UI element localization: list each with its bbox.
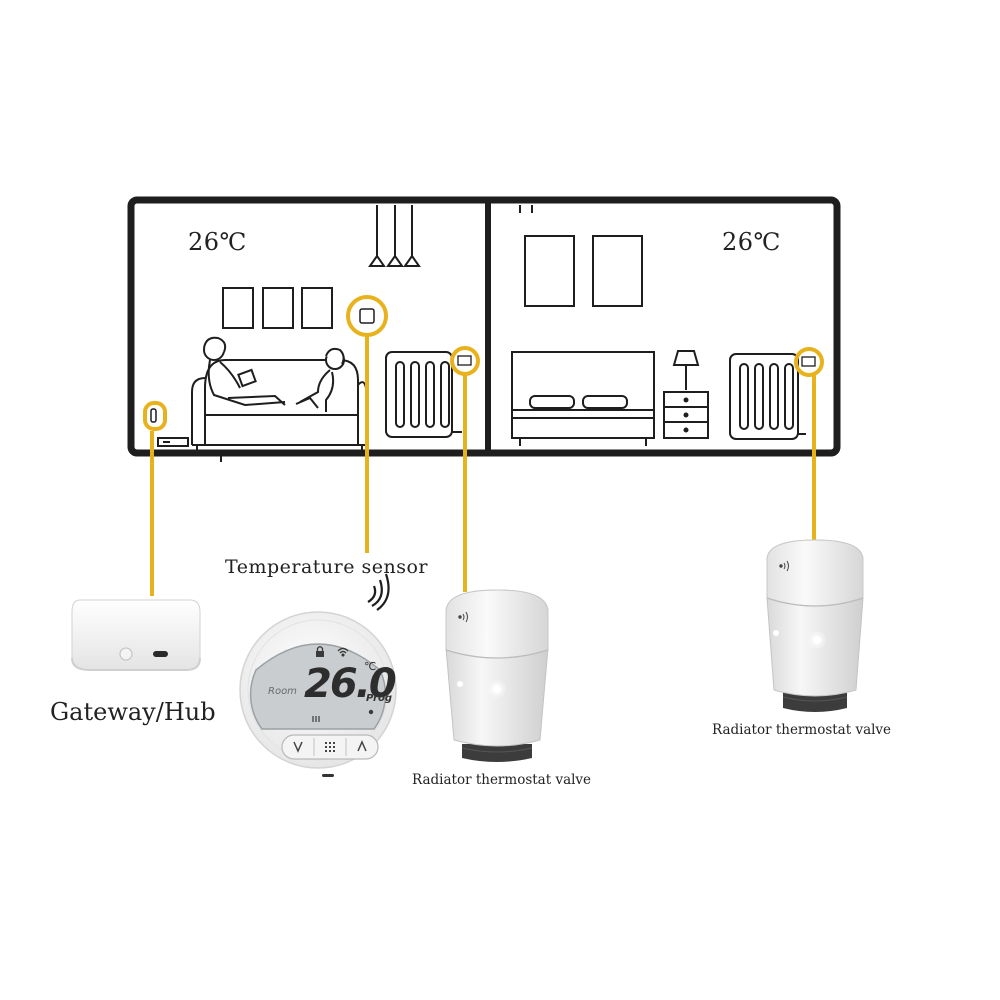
living-room-temperature: 26℃ (188, 228, 247, 256)
lcd-program-label: Prog (366, 693, 392, 704)
bedroom-temperature: 26℃ (722, 228, 781, 256)
valve2-signal-icon (779, 560, 789, 572)
pendant-lamps (368, 205, 421, 267)
lcd-mode-label: Room (268, 686, 297, 697)
lock-icon (316, 646, 324, 657)
program-small-icon (368, 709, 374, 715)
thermostat-device (239, 611, 397, 777)
lcd-unit-label: ℃ (364, 660, 377, 673)
signal-waves-icon (367, 573, 390, 611)
hub-location-marker (143, 401, 167, 431)
router-illustration (157, 437, 189, 447)
gateway-hub-label: Gateway/Hub (50, 698, 216, 726)
chevron-down-icon[interactable] (293, 741, 303, 753)
thermostat-indicator (322, 774, 334, 777)
living-room (157, 205, 462, 450)
radiator-valve-1-device (445, 589, 549, 762)
bed-illustration (511, 351, 655, 446)
hub-reset-button (119, 647, 133, 661)
wall-pictures (222, 287, 333, 329)
valve1-signal-icon (458, 611, 468, 623)
radiator-living-room (385, 351, 462, 438)
thermostat-lcd (249, 643, 387, 730)
chevron-up-icon[interactable] (357, 740, 367, 752)
radiator-valve-2-label: Radiator thermostat valve (712, 722, 892, 738)
usb-port-icon (153, 651, 168, 657)
radiator-valve-1-label: Radiator thermostat valve (412, 772, 592, 788)
valve2-location-marker (794, 347, 824, 377)
heating-icon (312, 716, 320, 722)
sofa-illustration (191, 336, 367, 450)
radiator-bedroom (729, 353, 806, 440)
house-cross-section (127, 196, 841, 462)
nightstand-lamp (663, 350, 709, 439)
wifi-icon (337, 647, 349, 657)
grid-icon[interactable] (325, 742, 335, 752)
temperature-sensor-label: Temperature sensor (225, 556, 429, 578)
bedroom (511, 205, 806, 446)
connector-lines (143, 295, 824, 596)
gateway-hub-device (71, 599, 201, 671)
house-outline (127, 196, 841, 457)
lcd-temperature-value: 26.0 (304, 661, 397, 707)
radiator-valve-2-device (766, 539, 864, 712)
bedroom-pictures (524, 235, 643, 307)
